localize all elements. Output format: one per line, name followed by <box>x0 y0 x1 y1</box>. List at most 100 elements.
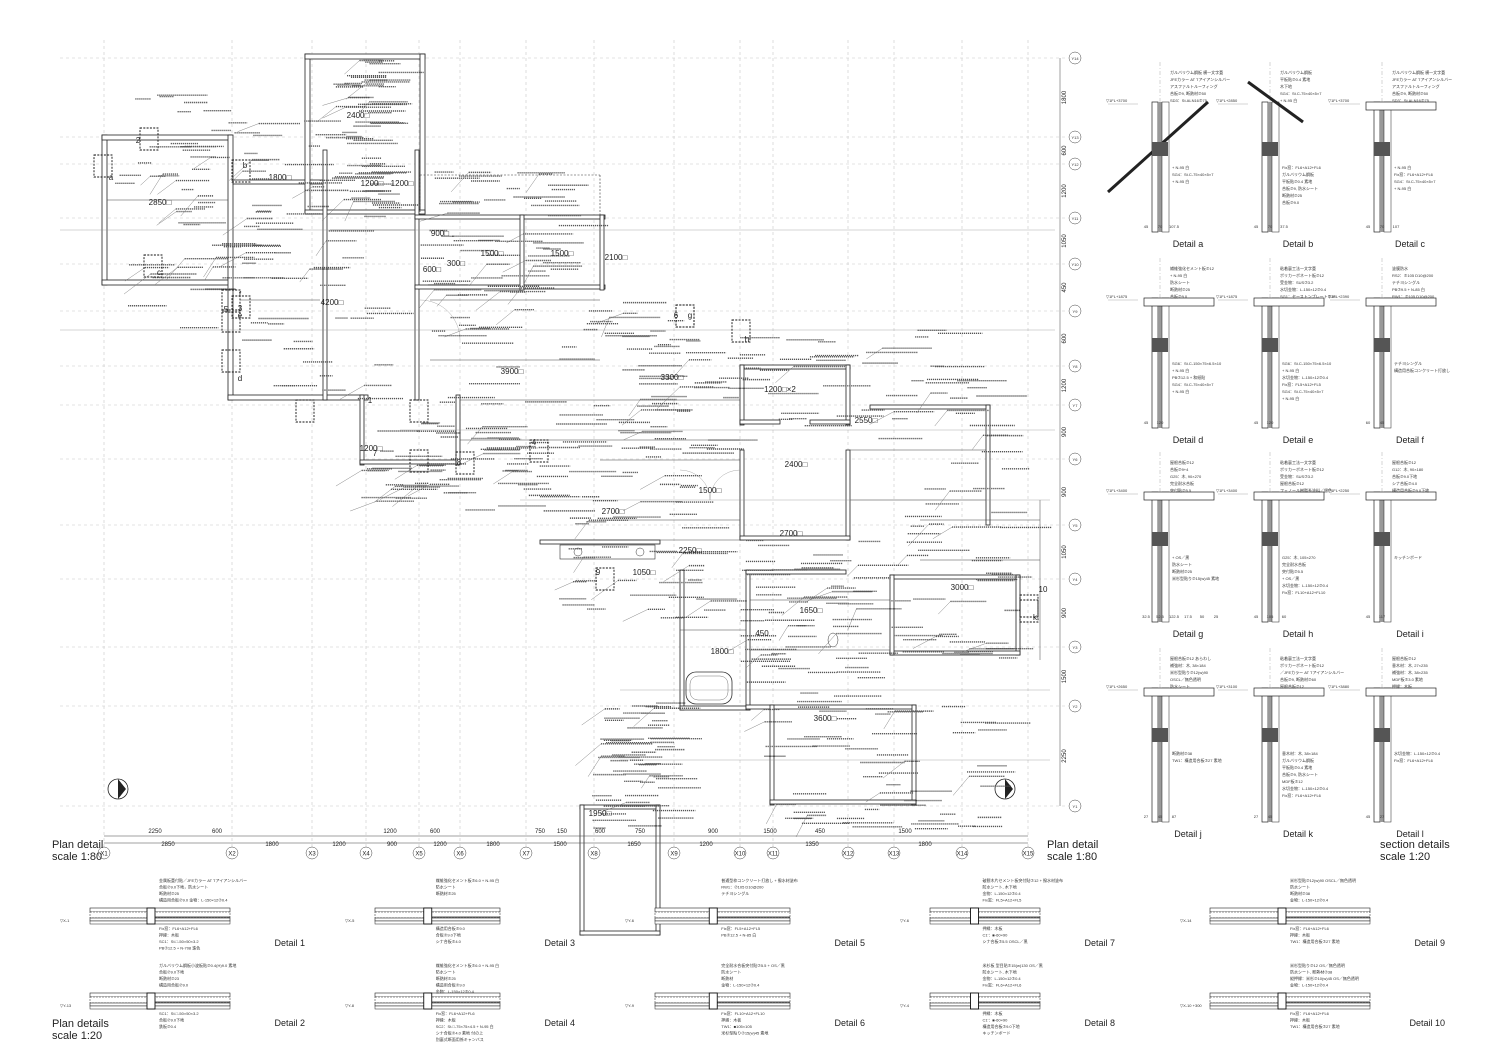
plan-detail-note: 断熱材⑦23 <box>159 975 180 981</box>
plan-column <box>970 992 979 1010</box>
plan-detail-note: SC1：St.□-50×50×3.2 <box>159 939 199 944</box>
leader-line <box>158 208 176 224</box>
section-layer <box>1271 101 1280 233</box>
section-note: フェノール樹脂系塗料／銀色 <box>1280 487 1332 493</box>
section-note: SG1：セーストンプレート⑦25 <box>1280 293 1336 299</box>
section-dim: 87 <box>1172 814 1177 819</box>
plan-detail-axis: ▽X-1 <box>60 918 70 923</box>
section-dim: 45 <box>1144 420 1149 425</box>
plan-detail-note: 破裂木片セメント板突付貼⑦12 + 撥水材塗布 <box>983 877 1064 883</box>
plan-detail-note: 金物：L-150×12⑦0.4 <box>1290 982 1329 988</box>
leader-line <box>475 291 501 311</box>
room-area-label: 1650□ <box>800 606 823 615</box>
section-layer <box>1143 687 1215 697</box>
leader-line <box>573 557 584 573</box>
grid-bubble-x <box>453 846 467 860</box>
plan-detail-note: 普通型枠コンクリート打放し + 撥水材塗布 <box>721 877 798 883</box>
dim-upper: 1500 <box>763 829 777 835</box>
plan-detail-note: TW1：構造用合板⑦27 素地 <box>1290 938 1340 944</box>
section-level: ▽1FL+3700 <box>1328 98 1350 103</box>
leader-line <box>818 633 837 655</box>
section-level: ▽1FL+2850 <box>1216 98 1238 103</box>
section-layer <box>1161 687 1170 823</box>
section-note: ガルバリウム鋼板 <box>1280 69 1312 75</box>
section-note: 塗膜防水 <box>1392 265 1408 271</box>
dim-right: 1200 <box>1062 378 1068 392</box>
plan-layer <box>654 1002 791 1007</box>
section-note: RS2：⑦105 D10@200 <box>1392 273 1434 278</box>
section-layer <box>1380 492 1384 622</box>
section-note: テチヨシングル <box>1394 360 1422 366</box>
section-layer <box>1373 101 1381 233</box>
section-layer <box>1261 297 1269 429</box>
plan-detail-note: テチヨシングル <box>721 890 749 896</box>
plan-detail-note: RW1：⑦105 D10@200 <box>721 885 764 890</box>
section-detail-label: Detail c <box>1395 239 1426 249</box>
plan-layer <box>654 992 791 998</box>
grid-bubble-y <box>1068 211 1082 225</box>
detail-callout-marker: 9 <box>596 568 601 577</box>
plan-layer <box>89 992 231 998</box>
floor-plan <box>60 53 1055 936</box>
dim-upper: 750 <box>535 829 546 835</box>
leader-line <box>775 366 794 383</box>
section-note: 合板⑦9, 断熱材⑦50 <box>1392 90 1429 96</box>
plan-layer <box>654 920 791 925</box>
leader-line <box>322 97 350 106</box>
leader-line <box>847 565 859 577</box>
grid-bubble-y <box>1068 572 1082 586</box>
section-note: OSCL／無色透明 <box>1170 676 1201 682</box>
leader-line <box>934 410 948 427</box>
grid-label-x: X6 <box>456 852 464 858</box>
leader-line <box>622 609 649 622</box>
plan-detail-note: 金物：L-150×12⑦0.4 <box>1290 897 1329 903</box>
plan-layer <box>929 920 1041 925</box>
plan-layer <box>374 907 501 913</box>
section-dim: 27 <box>1254 814 1259 819</box>
section-level: ▽1FL+3100 <box>1216 684 1238 689</box>
plan-column <box>423 907 433 925</box>
section-note: ガルバリウム鋼板 <box>1282 171 1314 177</box>
leader-line <box>344 60 360 75</box>
plan-detail-note: SC2：St.□-75×75×4.5 + N-95 白 <box>436 1023 494 1029</box>
section-layer <box>1261 687 1269 823</box>
leader-line <box>575 743 602 766</box>
section-layer <box>1143 297 1215 307</box>
grid-bubble-x <box>887 846 901 860</box>
plan-detail-axis: ▽Y-9 <box>625 1003 635 1008</box>
room-area-label: 1800□ <box>269 173 292 182</box>
leader-line <box>751 709 765 721</box>
dim-lower: 1800 <box>265 842 279 848</box>
plan-detail-note: 合板⑦9.0下地 <box>159 1017 184 1023</box>
grid-bubble-y <box>1068 157 1082 171</box>
plan-detail-label: Detail 5 <box>834 938 865 948</box>
dim-right: 1050 <box>1062 545 1068 559</box>
section-note: 受金物：SUS⑦3.2 <box>1280 279 1314 285</box>
section-note: 合板⑦9, 断熱材⑦50 <box>1170 90 1207 96</box>
plan-detail-note: 米杉板 型目貼⑦15(w)130 OS／黒 <box>983 962 1043 968</box>
plan-detail-note: 押縁：木板 <box>1290 1017 1310 1023</box>
plan-detail-note: 構造用合板⑦9.0 <box>436 982 466 988</box>
plan-layer <box>374 920 501 925</box>
plan-detail-note: Fix窓：FL5+A12+FL5 <box>721 925 761 931</box>
room-labels: 2850□2400□1800□1200□1200□900□600□300□150… <box>149 111 974 818</box>
section-note: 水切金物：L-150×12⑦0.4 <box>1394 750 1441 756</box>
room-area-label: 2400□ <box>785 460 808 469</box>
section-note: ／JFEカラー AT Tアイアンシルバー <box>1280 669 1344 675</box>
plan-detail-note: 金物：L-150×12⑦0.4 <box>983 975 1022 981</box>
plan-detail-note: 縦押縁：米杉⑦10(w)45 OS／無色透明 <box>1290 975 1359 981</box>
section-layer <box>1143 491 1215 501</box>
leader-line <box>379 486 406 500</box>
plan-detail-note: 押縁：木板 <box>436 1017 456 1023</box>
leader-line <box>220 252 247 267</box>
leader-line <box>451 172 469 192</box>
section-note: SG6：St.C-150×75×6.5×10 <box>1282 361 1332 366</box>
leader-line <box>350 501 377 512</box>
leader-line <box>335 470 362 487</box>
section-dim: 60 <box>1282 614 1287 619</box>
section-level: ▽1FL+1875 <box>1216 294 1238 299</box>
plan-details-title: Plan details <box>52 1018 109 1030</box>
dim-upper: 900 <box>708 829 719 835</box>
